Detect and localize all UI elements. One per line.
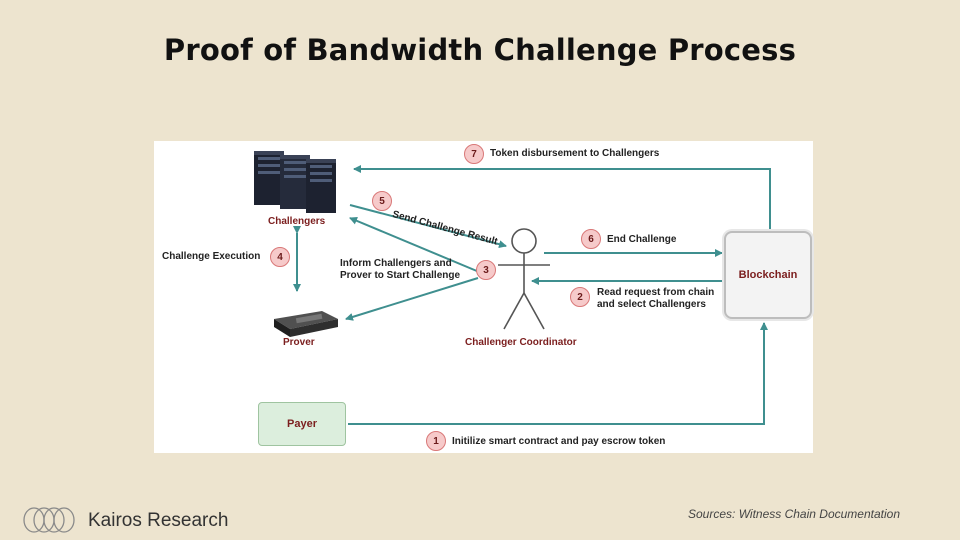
step-4-badge: 4 bbox=[270, 247, 290, 267]
arrow-token-disbursement bbox=[353, 165, 771, 229]
step-2-badge: 2 bbox=[570, 287, 590, 307]
step-2-label-line2: and select Challengers bbox=[597, 299, 706, 310]
payer-node: Payer bbox=[258, 402, 346, 446]
step-3-label-line2: Prover to Start Challenge bbox=[340, 270, 461, 281]
challengers-label: Challengers bbox=[268, 216, 326, 227]
person-icon bbox=[498, 228, 550, 330]
step-3-label-line1: Inform Challengers and bbox=[340, 258, 452, 269]
arrow-inform-prover bbox=[345, 277, 479, 321]
step-1-label: Initilize smart contract and pay escrow … bbox=[452, 436, 666, 447]
step-7-label: Token disbursement to Challengers bbox=[490, 148, 660, 159]
server-rack-icon bbox=[254, 151, 336, 213]
diagram-arrows bbox=[254, 151, 771, 425]
step-4-label: Challenge Execution bbox=[162, 251, 261, 262]
blockchain-node: Blockchain bbox=[724, 231, 812, 319]
page-title: Proof of Bandwidth Challenge Process bbox=[163, 33, 797, 67]
arrow-inform-challengers bbox=[349, 217, 485, 275]
arrow-init-contract bbox=[348, 322, 768, 425]
step-1-badge: 1 bbox=[426, 431, 446, 451]
step-6-badge: 6 bbox=[581, 229, 601, 249]
step-5-badge: 5 bbox=[372, 191, 392, 211]
step-3-badge: 3 bbox=[476, 260, 496, 280]
diagram-panel: Challengers Prover Challenger Coordinato… bbox=[154, 141, 813, 453]
kairos-logo-icon bbox=[23, 507, 75, 533]
prover-label: Prover bbox=[283, 337, 315, 348]
router-icon bbox=[274, 311, 338, 337]
arrow-send-result bbox=[349, 204, 507, 249]
coordinator-label: Challenger Coordinator bbox=[465, 337, 577, 348]
brand-name: Kairos Research bbox=[88, 510, 229, 531]
step-6-label: End Challenge bbox=[607, 234, 677, 245]
step-7-badge: 7 bbox=[464, 144, 484, 164]
step-2-label-line1: Read request from chain bbox=[597, 287, 715, 298]
source-note: Sources: Witness Chain Documentation bbox=[688, 507, 900, 521]
